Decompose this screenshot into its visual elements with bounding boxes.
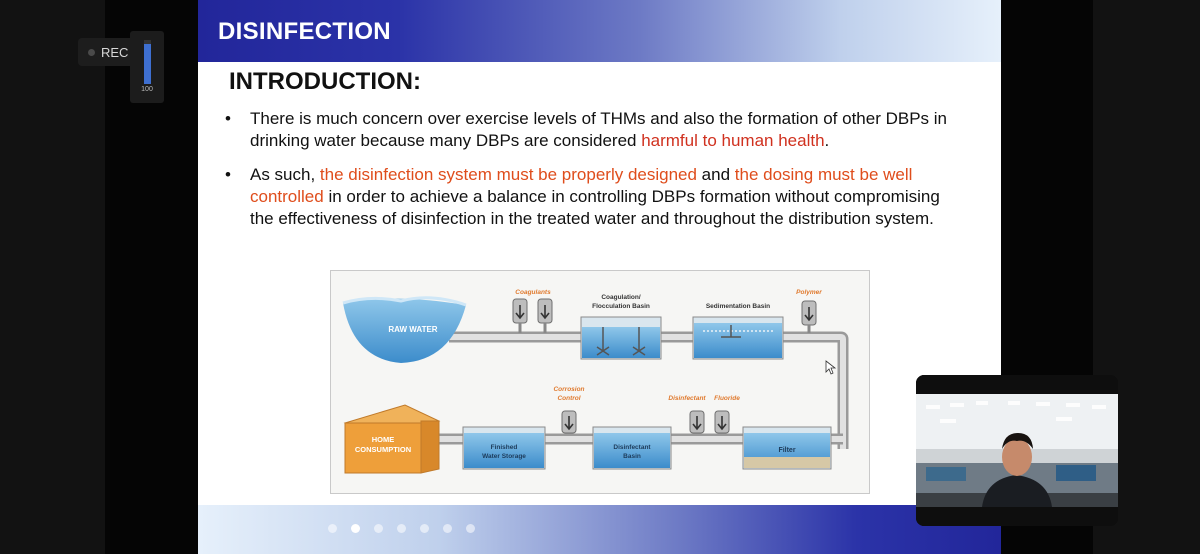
record-label: REC	[101, 44, 129, 60]
bullet-point-2: • As such, the disinfection system must …	[225, 164, 958, 230]
bullet-2-text: As such, the disinfection system must be…	[250, 164, 958, 230]
water-treatment-diagram: RAW WATER Coagulants Coagulation/ Floccu…	[330, 270, 870, 494]
bullet-1-highlight: harmful to human health	[641, 131, 825, 150]
pagination-dot[interactable]	[328, 524, 337, 533]
pagination-dot[interactable]	[374, 524, 383, 533]
dis-basin-label-2: Basin	[623, 453, 641, 460]
disinfectant-fluoride-feeders: Disinfectant Fluoride	[668, 395, 740, 434]
finished-label-2: Water Storage	[482, 453, 526, 460]
slide-pagination[interactable]	[328, 524, 475, 533]
home-label-1: HOME	[372, 435, 395, 444]
presentation-slide: DISINFECTION INTRODUCTION: • There is mu…	[198, 0, 1001, 554]
bullet-point-1: • There is much concern over exercise le…	[225, 108, 958, 152]
bullet-1-part1: There is much concern over exercise leve…	[250, 109, 947, 150]
slide-header-bar	[198, 0, 1001, 62]
coagulation-basin: Coagulation/ Flocculation Basin	[580, 294, 662, 360]
webcam-video-feed[interactable]	[916, 375, 1118, 526]
coag-basin-label-1: Coagulation/	[601, 294, 641, 301]
pagination-dot[interactable]	[397, 524, 406, 533]
home-label-2: CONSUMPTION	[355, 445, 411, 454]
disinfectant-basin: Disinfectant Basin	[592, 426, 672, 470]
audio-level-fill	[144, 44, 151, 84]
left-dark-margin	[0, 0, 105, 554]
coagulants-label: Coagulants	[515, 289, 551, 296]
coag-basin-label-2: Flocculation Basin	[592, 303, 650, 310]
section-heading: INTRODUCTION:	[229, 68, 421, 95]
slide-title: DISINFECTION	[218, 18, 391, 45]
record-button[interactable]: REC	[78, 38, 138, 66]
fluoride-label: Fluoride	[714, 395, 740, 402]
pagination-dot[interactable]	[466, 524, 475, 533]
bullet-glyph: •	[225, 109, 231, 128]
home-consumption-building: HOME CONSUMPTION	[343, 404, 441, 474]
bullet-2-highlight-2: the dosing must be well controlled	[250, 165, 913, 206]
bullet-glyph: •	[225, 165, 231, 184]
record-dot-icon	[88, 48, 95, 56]
bullet-2-part1: As such,	[250, 165, 320, 184]
filter-tank: Filter	[742, 426, 832, 470]
corrosion-label-2: Control	[557, 395, 580, 402]
polymer-label: Polymer	[796, 289, 822, 296]
presenter-video-icon	[916, 375, 1118, 526]
polymer-feeder: Polymer	[796, 289, 822, 333]
disinfectant-label: Disinfectant	[668, 395, 706, 402]
finished-label-1: Finished	[491, 444, 518, 451]
corrosion-control-feeder: Corrosion Control	[553, 386, 585, 434]
finished-water-storage-tank: Finished Water Storage	[462, 426, 546, 470]
bullet-1-text: There is much concern over exercise leve…	[250, 108, 958, 152]
dis-basin-label-1: Disinfectant	[613, 444, 651, 451]
slide-footer-bar	[198, 505, 1001, 554]
bullet-2-highlight-1: the disinfection system must be properly…	[319, 165, 697, 184]
corrosion-label-1: Corrosion	[553, 386, 584, 393]
audio-level-track	[144, 40, 151, 84]
mouse-cursor-icon	[825, 360, 837, 375]
filter-label: Filter	[778, 447, 795, 454]
bullet-2-part3: in order to achieve a balance in control…	[250, 187, 940, 228]
coagulant-feeders: Coagulants	[512, 289, 553, 333]
pagination-dot[interactable]	[443, 524, 452, 533]
bullet-2-part2: and	[696, 165, 735, 184]
bullet-1-part2: .	[824, 131, 830, 150]
sedimentation-basin: Sedimentation Basin	[692, 303, 784, 360]
raw-water-reservoir: RAW WATER	[342, 296, 467, 363]
pagination-dot[interactable]	[351, 524, 360, 533]
sedimentation-label: Sedimentation Basin	[706, 303, 770, 310]
pagination-dot[interactable]	[420, 524, 429, 533]
audio-level-value: 100	[141, 86, 153, 93]
raw-water-label: RAW WATER	[388, 325, 437, 334]
